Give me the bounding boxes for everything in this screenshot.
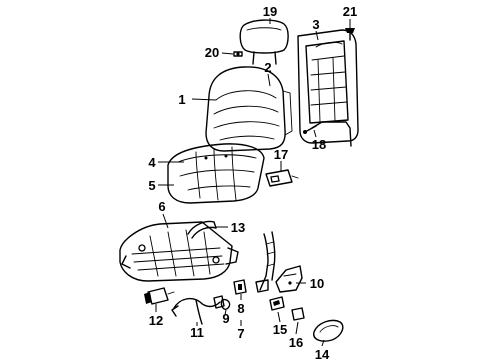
- callout-3: 3: [312, 17, 319, 32]
- callout-1: 1: [178, 92, 185, 107]
- seat-cushion: [167, 143, 265, 204]
- side-bracket: [275, 265, 303, 293]
- callout-15: 15: [273, 322, 287, 337]
- callout-16: 16: [289, 335, 303, 350]
- headrest: [239, 19, 289, 65]
- callout-17: 17: [274, 147, 288, 162]
- bolt-part: [345, 28, 355, 41]
- cover-part-15: [269, 296, 285, 311]
- trim-plate: [313, 319, 344, 342]
- callout-2: 2: [264, 60, 271, 75]
- seat-track-frame: [119, 221, 239, 282]
- callout-5: 5: [148, 178, 155, 193]
- belt-receptacle: [233, 231, 276, 295]
- callout-9: 9: [222, 311, 229, 326]
- callout-11: 11: [190, 325, 204, 340]
- callout-4: 4: [148, 155, 156, 170]
- switch-part: [265, 169, 299, 187]
- seat-back: [205, 66, 293, 152]
- callout-labels: 1 2 3 4 5 6 7 8 9 10 11 12 13 14 15 16 1…: [148, 4, 357, 360]
- motor-part: [144, 287, 175, 305]
- callout-18: 18: [312, 137, 326, 152]
- handle-part: [187, 220, 217, 239]
- callout-21: 21: [343, 4, 357, 19]
- callout-14: 14: [315, 347, 330, 360]
- callout-6: 6: [158, 199, 165, 214]
- callout-19: 19: [263, 4, 277, 19]
- cover-part-16: [291, 307, 305, 321]
- clip-part: [233, 51, 243, 57]
- callout-20: 20: [205, 45, 219, 60]
- small-clip-part: [220, 298, 231, 310]
- callout-13: 13: [231, 220, 245, 235]
- callout-8: 8: [237, 301, 244, 316]
- callout-12: 12: [149, 313, 163, 328]
- seat-back-frame: [297, 29, 359, 147]
- callout-7: 7: [237, 326, 244, 341]
- wire-harness: [171, 295, 225, 325]
- callout-10: 10: [310, 276, 324, 291]
- leader-lines: [155, 18, 351, 347]
